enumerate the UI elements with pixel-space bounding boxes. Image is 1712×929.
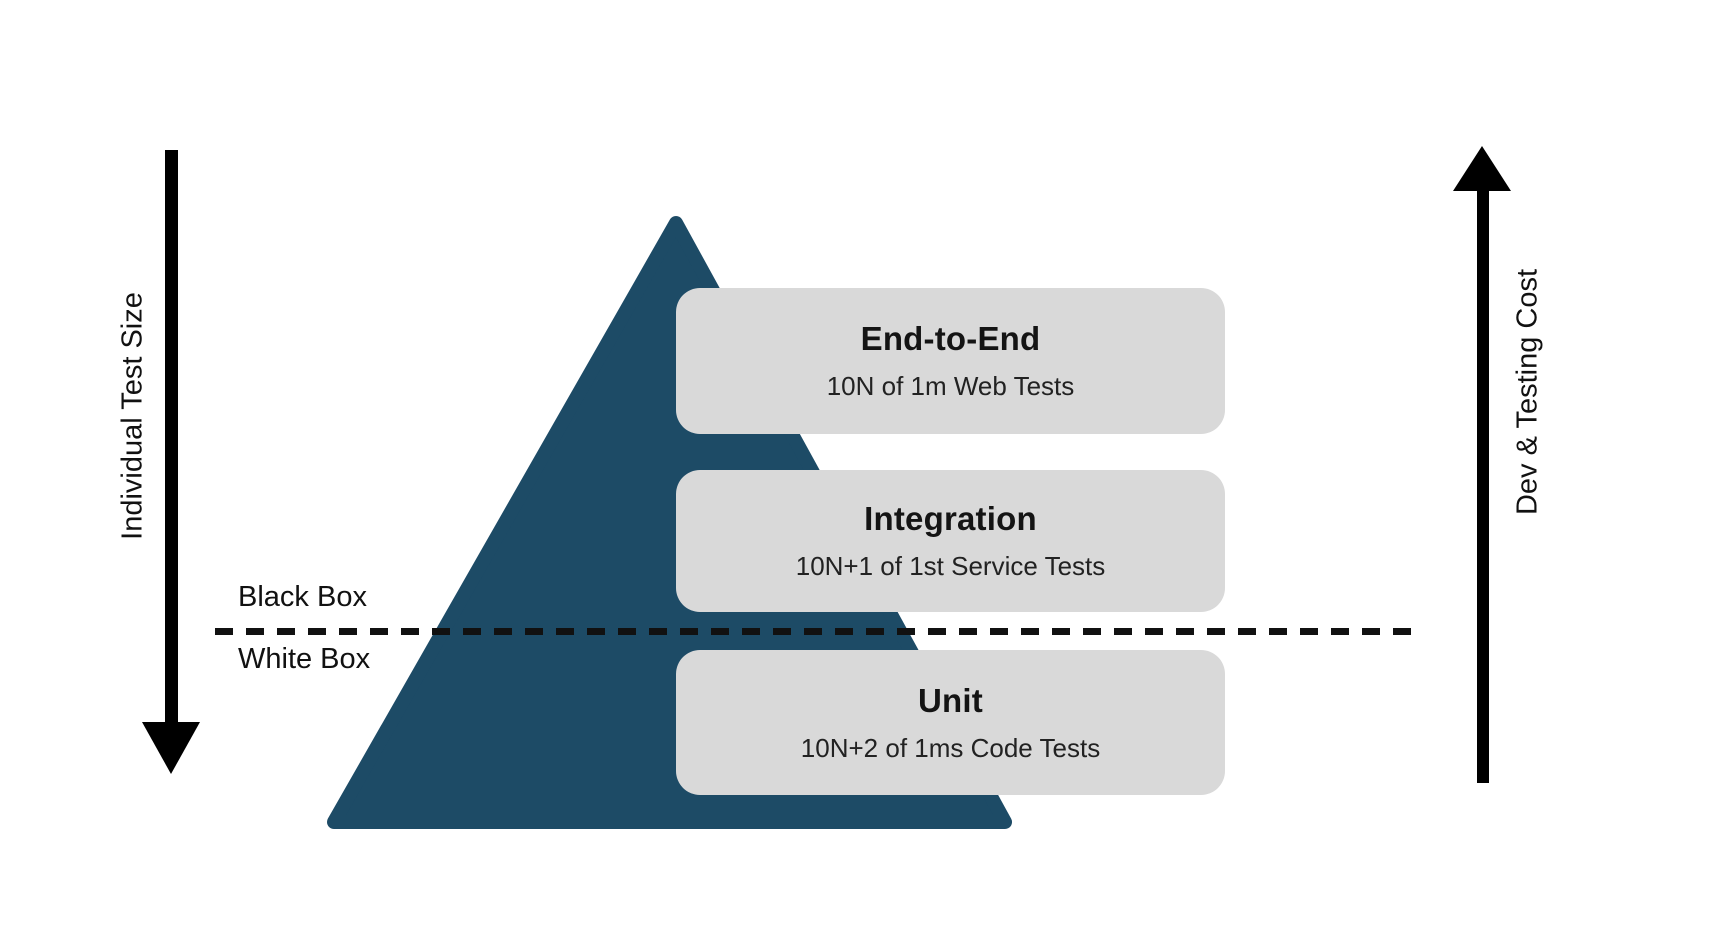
level-title: End-to-End — [860, 320, 1041, 358]
level-subtitle: 10N+2 of 1ms Code Tests — [800, 732, 1101, 763]
left-axis-label: Individual Test Size — [116, 292, 149, 540]
down-arrow-shaft — [165, 150, 178, 723]
level-subtitle: 10N of 1m Web Tests — [826, 371, 1075, 402]
level-card-unit: Unit 10N+2 of 1ms Code Tests — [676, 650, 1225, 795]
level-card-integration: Integration 10N+1 of 1st Service Tests — [676, 470, 1225, 612]
right-axis-label: Dev & Testing Cost — [1511, 268, 1544, 516]
level-subtitle: 10N+1 of 1st Service Tests — [795, 551, 1106, 582]
black-box-label: Black Box — [238, 581, 367, 613]
down-arrow-icon — [142, 722, 200, 774]
white-box-label: White Box — [238, 643, 371, 675]
up-arrow-icon — [1453, 146, 1511, 191]
up-arrow-shaft — [1477, 188, 1489, 783]
level-title: Integration — [864, 500, 1037, 538]
level-card-end-to-end: End-to-End 10N of 1m Web Tests — [676, 288, 1225, 434]
level-title: Unit — [918, 681, 983, 719]
blackbox-whitebox-dashed-divider — [215, 628, 1413, 635]
